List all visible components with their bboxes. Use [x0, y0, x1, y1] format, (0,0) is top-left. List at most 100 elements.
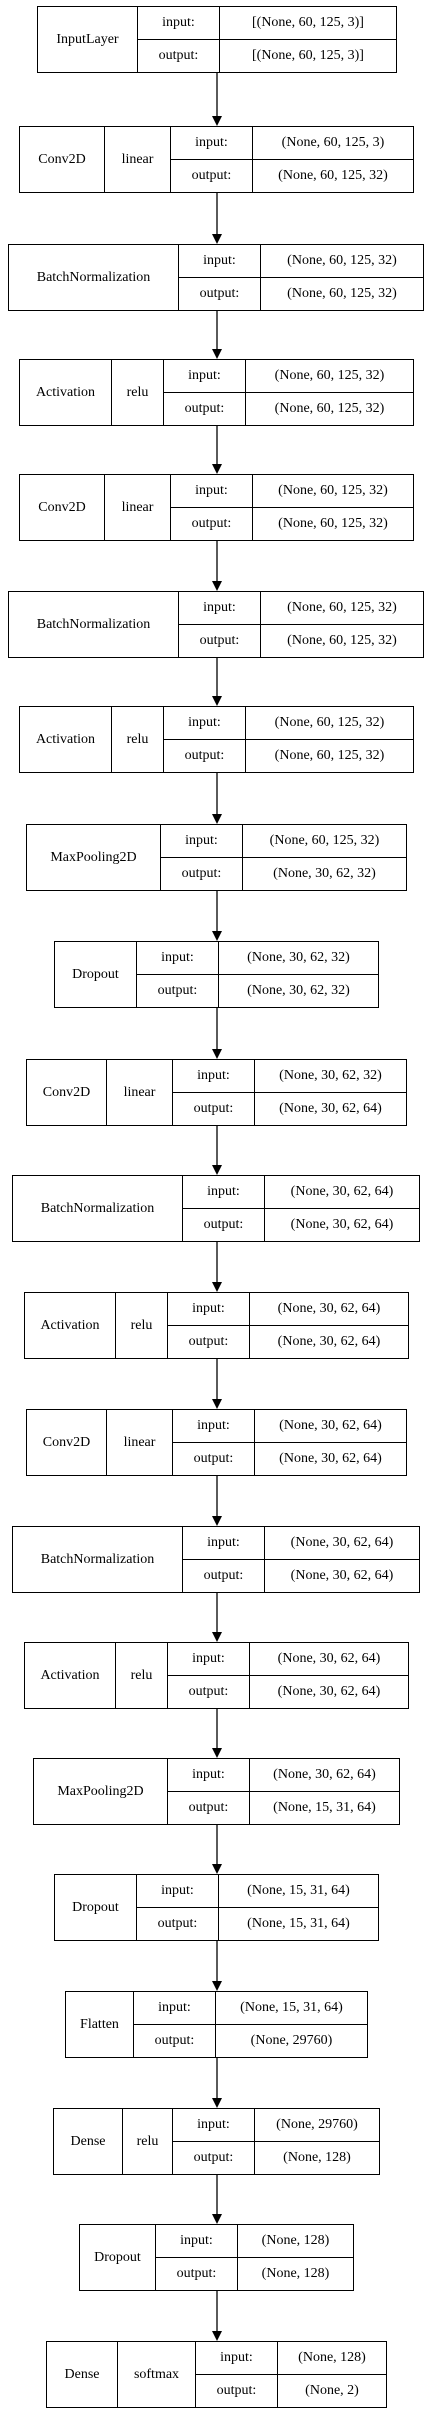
shape-table: input:(None, 30, 62, 32)output:(None, 30… — [137, 942, 378, 1007]
input-label: input: — [161, 825, 243, 857]
arrowhead-icon — [212, 349, 222, 359]
shape-table: input:(None, 60, 125, 32)output:(None, 6… — [171, 475, 413, 540]
output-row: output:(None, 15, 31, 64) — [137, 1907, 378, 1940]
output-label: output: — [179, 278, 261, 310]
shape-table: input:(None, 60, 125, 32)output:(None, 6… — [179, 592, 423, 657]
input-row: input:(None, 60, 125, 3) — [171, 127, 413, 159]
input-row: input:(None, 30, 62, 64) — [183, 1527, 419, 1559]
arrowhead-icon — [212, 696, 222, 706]
arrowhead-icon — [212, 2214, 222, 2224]
input-row: input:[(None, 60, 125, 3)] — [138, 7, 396, 39]
shape-table: input:(None, 15, 31, 64)output:(None, 29… — [134, 1992, 367, 2057]
arrowhead-icon — [212, 1632, 222, 1642]
layer-type-label: Dropout — [55, 1875, 137, 1940]
output-label: output: — [196, 2375, 278, 2407]
input-label: input: — [138, 7, 220, 39]
activation-label: relu — [116, 1293, 168, 1358]
input-label: input: — [168, 1643, 250, 1675]
input-shape-value: (None, 128) — [261, 2233, 330, 2248]
layer-type-label: BatchNormalization — [9, 245, 179, 310]
arrowhead-icon — [212, 1748, 222, 1758]
output-row: output:(None, 128) — [173, 2141, 379, 2174]
activation-label: relu — [123, 2109, 173, 2174]
output-row: output: (None, 60, 125, 32) — [171, 507, 413, 540]
input-shape-value: (None, 60, 125, 32) — [278, 483, 388, 498]
layer-type-label: InputLayer — [38, 7, 138, 72]
output-shape-value: (None, 30, 62, 64) — [290, 1217, 394, 1232]
output-row: output: (None, 60, 125, 32) — [171, 159, 413, 192]
arrowhead-icon — [212, 1282, 222, 1292]
output-label: output: — [171, 508, 253, 540]
input-row: input:(None, 30, 62, 64) — [173, 1410, 406, 1442]
input-row: input:(None, 30, 62, 64) — [183, 1176, 419, 1208]
output-shape-value: (None, 30, 62, 32) — [273, 866, 376, 881]
input-label: input: — [196, 2342, 278, 2374]
input-shape-value: (None, 128) — [298, 2350, 366, 2365]
output-label: output: — [173, 1093, 255, 1125]
output-row: output:(None, 30, 62, 64) — [168, 1325, 408, 1358]
input-label: input: — [168, 1293, 250, 1325]
output-label: output: — [173, 2142, 255, 2174]
input-row: input:(None, 128) — [156, 2225, 353, 2257]
layer-type-label: Dropout — [80, 2225, 156, 2290]
arrowhead-icon — [212, 1399, 222, 1409]
input-shape-value: (None, 15, 31, 64) — [240, 2000, 343, 2015]
output-label: output: — [137, 975, 219, 1007]
output-row: output:[(None, 60, 125, 3)] — [138, 39, 396, 72]
input-row: input:(None, 60, 125, 32) — [164, 707, 413, 739]
input-shape-value: (None, 30, 62, 64) — [277, 1301, 381, 1316]
output-label: output: — [183, 1560, 265, 1592]
input-label: input: — [137, 1875, 219, 1907]
shape-table: input:(None, 30, 62, 64)output:(None, 15… — [168, 1759, 399, 1824]
input-row: input:(None, 60, 125, 32) — [164, 360, 413, 392]
arrowhead-icon — [212, 1981, 222, 1991]
input-shape-value: (None, 60, 125, 32) — [269, 833, 380, 848]
layer-type-label: Flatten — [66, 1992, 134, 2057]
arrowhead-icon — [212, 931, 222, 941]
output-label: output: — [168, 1326, 250, 1358]
arrowhead-icon — [212, 116, 222, 126]
output-label: output: — [171, 160, 253, 192]
output-row: output:(None, 30, 62, 64) — [168, 1675, 408, 1708]
input-row: input:(None, 30, 62, 64) — [168, 1759, 399, 1791]
activation-label: linear — [105, 475, 171, 540]
shape-table: input:(None, 30, 62, 64)output:(None, 30… — [183, 1527, 419, 1592]
output-shape-value: (None, 30, 62, 64) — [279, 1451, 382, 1466]
output-row: output:(None, 2) — [196, 2374, 386, 2407]
output-row: output:(None, 30, 62, 64) — [183, 1559, 419, 1592]
input-row: input: (None, 30, 62, 64) — [168, 1293, 408, 1325]
output-label: output: — [138, 40, 220, 72]
shape-table: input:(None, 30, 62, 64)output:(None, 30… — [173, 1410, 406, 1475]
output-label: output: — [164, 740, 246, 772]
activation-label: linear — [107, 1410, 173, 1475]
arrowhead-icon — [212, 1516, 222, 1526]
shape-table: input: (None, 30, 62, 64) output:(None, 30… — [168, 1293, 408, 1358]
output-shape-value: (None, 30, 62, 64) — [277, 1684, 381, 1699]
layer-type-label: Activation — [25, 1643, 116, 1708]
output-shape-value: (None, 60, 125, 32) — [278, 168, 388, 183]
layer-type-label: Conv2D — [20, 127, 105, 192]
arrowhead-icon — [212, 464, 222, 474]
input-label: input: — [137, 942, 219, 974]
shape-table: input:(None, 29760)output:(None, 128) — [173, 2109, 379, 2174]
layer-type-label: BatchNormalization — [13, 1527, 183, 1592]
input-row: input: (None, 60, 125, 32) — [161, 825, 406, 857]
output-row: output:(None, 30, 62, 32) — [161, 857, 406, 890]
input-shape-value: (None, 30, 62, 32) — [247, 950, 350, 965]
output-shape-value: (None, 60, 125, 32) — [274, 748, 385, 763]
output-shape-value: (None, 60, 125, 32) — [278, 516, 388, 531]
layer-type-label: Dropout — [55, 942, 137, 1007]
input-shape-value: (None, 30, 62, 64) — [279, 1418, 382, 1433]
input-row: input: (None, 128) — [196, 2342, 386, 2374]
input-shape-value: (None, 30, 62, 64) — [290, 1535, 394, 1550]
